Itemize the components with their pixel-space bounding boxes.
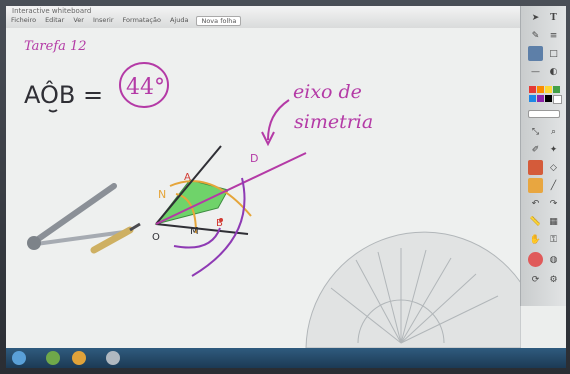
pointer-icon[interactable]: ➤: [531, 12, 540, 23]
color-swatch-orange[interactable]: [537, 86, 544, 93]
ray-ob: [155, 223, 249, 235]
brush-icon[interactable]: ✦: [549, 144, 558, 155]
symmetry-axis: [155, 152, 307, 225]
menu-format[interactable]: Formatação: [122, 16, 161, 24]
menu-edit[interactable]: Editar: [45, 16, 65, 24]
menu-bar: Interactive whiteboard Ficheiro Editar V…: [6, 6, 526, 29]
point-b-dot: [219, 218, 223, 222]
menu-file[interactable]: Ficheiro: [11, 16, 37, 24]
tool-palette: ➤ T ✎ ≡ □ — ◐ ⤡ ⌕ ✐ ✦ ◇ ╱ ↶ ↷: [520, 6, 566, 306]
arrow-line: [267, 99, 290, 141]
color-swatch-black[interactable]: [545, 95, 552, 102]
protractor-icon[interactable]: [305, 231, 521, 348]
angle-value: 44°: [126, 75, 165, 100]
menu-view[interactable]: Ver: [73, 16, 84, 24]
menu-items: Ficheiro Editar Ver Inserir Formatação A…: [10, 16, 242, 26]
annotation-line-1: eixo de: [293, 81, 362, 103]
hand-icon[interactable]: ✋: [529, 234, 542, 245]
point-label-o: O: [152, 232, 160, 243]
pen-icon[interactable]: ✎: [531, 30, 540, 41]
grid-icon[interactable]: ▦: [549, 216, 558, 227]
window-title: Interactive whiteboard: [12, 7, 92, 15]
ruler-icon[interactable]: 📏: [529, 216, 542, 227]
record-icon[interactable]: [528, 252, 543, 267]
point-label-d: D: [250, 152, 258, 165]
browser-icon[interactable]: [46, 351, 60, 365]
line2-icon[interactable]: ╱: [550, 180, 557, 191]
taskbar: [6, 348, 566, 368]
shape-icon[interactable]: □: [549, 48, 558, 59]
compass-icon[interactable]: [27, 183, 141, 254]
color-swatch-green[interactable]: [553, 86, 560, 93]
start-icon[interactable]: [12, 351, 26, 365]
redo-icon[interactable]: ↷: [549, 198, 558, 209]
refresh-icon[interactable]: ⟳: [531, 274, 540, 285]
angle-vertex-mark: [48, 109, 58, 113]
color-swatch-white[interactable]: [553, 95, 562, 104]
point-label-b: B: [216, 218, 223, 229]
answer-circle: [119, 62, 169, 108]
tab-new-page[interactable]: Nova folha: [196, 16, 242, 26]
eraser-icon[interactable]: [528, 46, 543, 61]
color-swatch-blue[interactable]: [529, 95, 536, 102]
color-swatch-yellow[interactable]: [545, 86, 552, 93]
purple-arc-1: [173, 227, 221, 249]
pen2-icon[interactable]: ✐: [531, 144, 540, 155]
undo-icon[interactable]: ↶: [531, 198, 540, 209]
color-swatch-purple[interactable]: [537, 95, 544, 102]
whiteboard-app-icon[interactable]: [106, 351, 120, 365]
ray-oa: [155, 145, 222, 225]
width-slider[interactable]: [528, 110, 560, 118]
menu-insert[interactable]: Inserir: [92, 16, 114, 24]
angle-expression: AÔB =: [24, 79, 103, 109]
text-icon[interactable]: T: [550, 12, 557, 23]
whiteboard-canvas[interactable]: Tarefa 12 AÔB = 44° eixo de simetria: [6, 28, 521, 348]
folder-icon[interactable]: [72, 351, 86, 365]
point-label-m: M: [190, 226, 199, 237]
spray-icon[interactable]: [528, 160, 543, 175]
settings-icon[interactable]: ⚙: [549, 274, 558, 285]
fill-icon[interactable]: ◐: [549, 66, 558, 77]
line-icon[interactable]: —: [531, 66, 540, 77]
purple-arc-2: [191, 177, 246, 277]
highlighter-icon[interactable]: ≡: [549, 30, 558, 41]
point-label-a: A: [184, 172, 191, 183]
magnifier-icon[interactable]: ⌕: [550, 126, 557, 137]
annotation-line-2: simetria: [294, 111, 373, 133]
select-icon[interactable]: ⤡: [531, 126, 540, 137]
lock-icon[interactable]: ⚿: [550, 234, 557, 245]
arrow-head-icon: [261, 131, 275, 147]
menu-help[interactable]: Ajuda: [169, 16, 189, 24]
whiteboard-screen: Interactive whiteboard Ficheiro Editar V…: [6, 6, 566, 368]
task-title: Tarefa 12: [24, 39, 87, 54]
point-label-n: N: [158, 188, 166, 201]
compass-arc-large: [169, 180, 252, 217]
board-drawing: Tarefa 12 AÔB = 44° eixo de simetria: [24, 39, 521, 348]
color-swatch-red[interactable]: [529, 86, 536, 93]
fill-bucket-icon[interactable]: [528, 178, 543, 193]
shapes-icon[interactable]: ◇: [550, 162, 557, 173]
globe-icon[interactable]: ◍: [549, 254, 558, 265]
